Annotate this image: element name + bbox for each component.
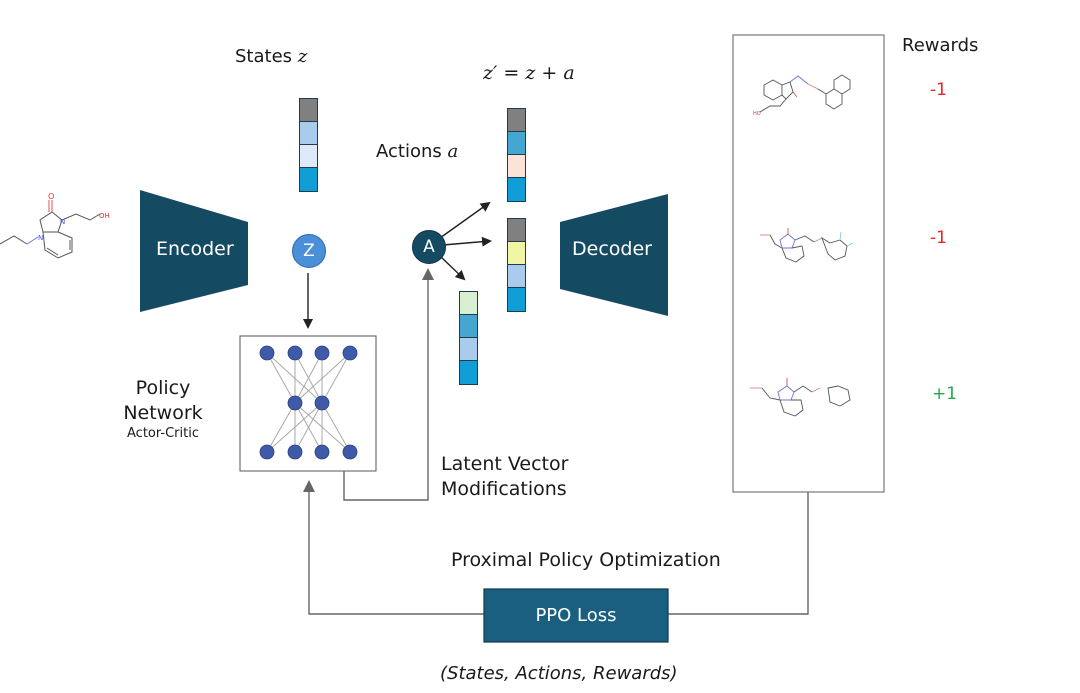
vector-cell [460, 338, 477, 361]
state-vector-cell [300, 99, 317, 122]
policy-label-line1: Policy [135, 377, 191, 399]
molecule-atom-n: N [60, 218, 65, 226]
nn-node [342, 444, 358, 460]
state-vector [299, 98, 318, 192]
modified-vector-2 [507, 218, 526, 312]
reward-molecule-1 [759, 74, 851, 113]
encoder-label: Encoder [156, 238, 234, 260]
decoder-block [560, 194, 668, 316]
ppo-loss-label: PPO Loss [535, 605, 617, 626]
latent-label-line2: Modifications [441, 478, 567, 500]
vector-cell [460, 361, 477, 384]
modified-vector-1 [507, 108, 526, 202]
policy-to-action-connector [343, 268, 434, 501]
nn-node [314, 395, 330, 411]
nn-node [314, 444, 330, 460]
vector-cell [508, 109, 525, 132]
reward-value-2: -1 [930, 228, 947, 248]
reward-molecule-2 [760, 228, 854, 263]
ppo-title: Proximal Policy Optimization [451, 549, 721, 571]
nn-node [259, 345, 275, 361]
ppo-inputs-label: (States, Actions, Rewards) [440, 663, 678, 684]
vector-cell [508, 219, 525, 242]
vector-cell [508, 178, 525, 201]
nn-node [287, 345, 303, 361]
state-vector-cell [300, 145, 317, 168]
molecule-atom-n: N [38, 234, 43, 242]
policy-label-line2: Network [123, 402, 203, 424]
latent-z-node: Z [292, 234, 326, 268]
molecule-atom-o: O [48, 192, 54, 201]
rewards-box [732, 34, 885, 493]
nn-node [259, 444, 275, 460]
reward-molecule-3 [750, 378, 851, 417]
input-molecule [0, 200, 101, 259]
policy-network-label: Policy Network Actor-Critic [120, 376, 206, 442]
actor-critic-label: Actor-Critic [127, 426, 199, 441]
vector-cell [460, 315, 477, 338]
nn-node [287, 395, 303, 411]
actions-label: Actions a [376, 141, 459, 162]
decoder-label: Decoder [572, 238, 652, 260]
reward-value-1: -1 [930, 80, 947, 100]
nn-edges [266, 352, 351, 453]
ppo-to-policy-connector [303, 480, 484, 615]
nn-node [287, 444, 303, 460]
vector-cell [508, 132, 525, 155]
vector-cell [508, 155, 525, 178]
action-arrow-3 [439, 255, 466, 281]
vector-cell [508, 288, 525, 311]
action-arrow-1 [439, 201, 491, 239]
latent-vector-modifications-label: Latent Vector Modifications [441, 452, 568, 502]
vector-cell [508, 265, 525, 288]
update-equation: z′ = z + a [483, 62, 575, 84]
action-vector [459, 291, 478, 385]
molecule-atom-ho: HO [753, 111, 761, 117]
rewards-title: Rewards [902, 35, 979, 56]
state-vector-cell [300, 122, 317, 145]
latent-label-line1: Latent Vector [441, 453, 569, 475]
action-a-node: A [412, 230, 446, 264]
reward-value-3: +1 [932, 384, 958, 404]
molecule-atom-oh: OH [99, 212, 110, 220]
ppo-loss-box [483, 588, 669, 643]
vector-cell [508, 242, 525, 265]
vector-cell [460, 292, 477, 315]
nn-node [342, 345, 358, 361]
action-arrow-2 [442, 236, 492, 247]
rewards-to-ppo-connector [668, 492, 809, 615]
nn-node [314, 345, 330, 361]
state-vector-cell [300, 168, 317, 191]
encoder-block [140, 190, 248, 312]
states-label: States z [235, 46, 308, 67]
